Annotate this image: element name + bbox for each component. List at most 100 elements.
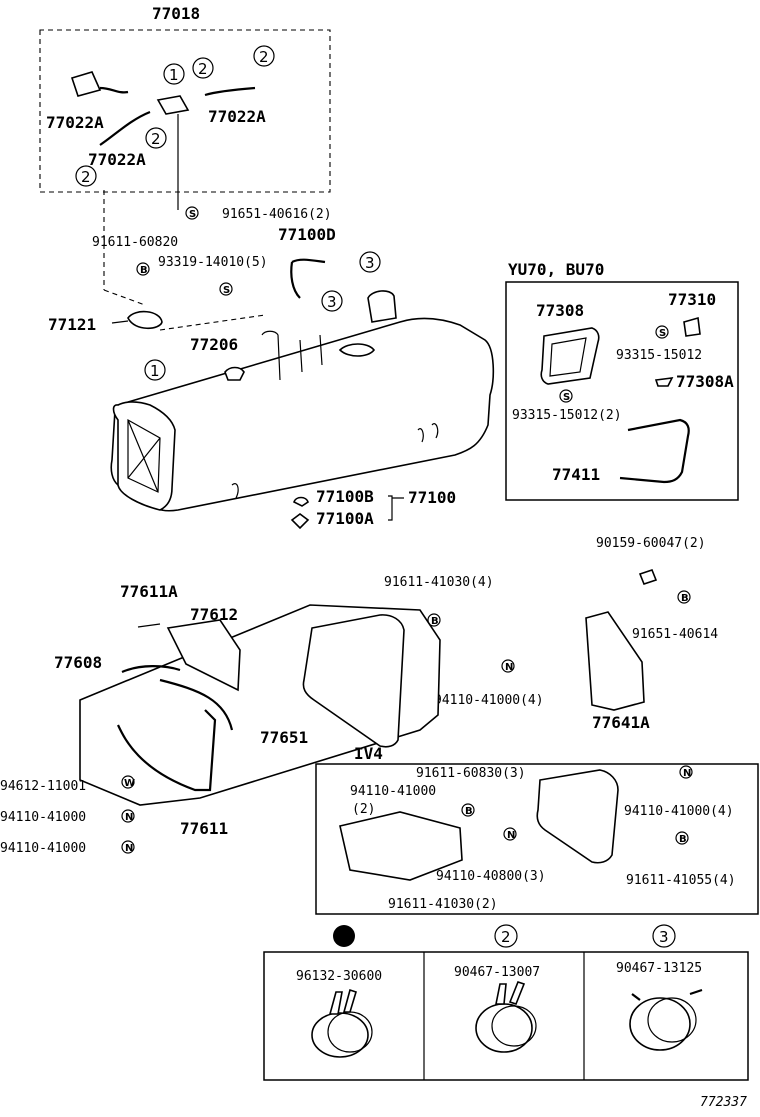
valve-part	[156, 95, 190, 115]
clamp-90467-13125	[629, 988, 703, 1051]
label-77611: 77611	[180, 819, 228, 838]
label-77206: 77206	[190, 335, 238, 354]
label-93315-15012: 93315-15012	[616, 348, 702, 363]
symbol-n-6: N	[503, 827, 517, 841]
clamp-90467-13007	[475, 981, 537, 1053]
circle-2-a: 2	[192, 57, 214, 79]
symbol-b-4: B	[461, 803, 475, 817]
part-77611a-bolt	[137, 623, 161, 628]
label-77100: 77100	[408, 488, 456, 507]
svg-text:3: 3	[327, 293, 337, 311]
label-91651-40614: 91651-40614	[632, 627, 718, 642]
circle-3-b: 3	[321, 290, 343, 312]
label-yu70-bu70: YU70, BU70	[508, 260, 604, 279]
label-94110-41000-4b: 94110-41000(4)	[624, 804, 734, 819]
label-77018: 77018	[152, 4, 200, 23]
label-77022a-2: 77022A	[208, 107, 266, 126]
part-77121	[127, 310, 163, 330]
svg-text:B: B	[681, 593, 689, 604]
symbol-b-5: B	[675, 831, 689, 845]
svg-text:1: 1	[169, 66, 179, 84]
label-77100a: 77100A	[316, 509, 374, 528]
label-77612: 77612	[190, 605, 238, 624]
dash-77121	[103, 289, 266, 331]
strap-frame	[302, 614, 405, 748]
label-91611-60830: 91611-60830(3)	[416, 766, 526, 781]
svg-text:S: S	[659, 328, 666, 339]
symbol-s-4: S	[559, 389, 573, 403]
svg-text:N: N	[505, 662, 513, 673]
label-77022a-3: 77022A	[88, 150, 146, 169]
label-90467-13007: 90467-13007	[454, 965, 540, 980]
svg-text:B: B	[431, 616, 439, 627]
symbol-s-2: S	[219, 282, 233, 296]
label-96132-30600: 96132-30600	[296, 969, 382, 984]
label-93315-15012-2: 93315-15012(2)	[512, 408, 622, 423]
svg-text:S: S	[563, 392, 570, 403]
svg-text:N: N	[125, 843, 133, 854]
svg-text:N: N	[683, 768, 691, 779]
svg-text:S: S	[189, 209, 196, 220]
label-94110-40800: 94110-40800(3)	[436, 869, 546, 884]
svg-text:3: 3	[659, 928, 669, 946]
clamp-panel	[263, 951, 749, 1081]
iv4-box	[315, 763, 759, 915]
symbol-n-1: N	[501, 659, 515, 673]
svg-text:B: B	[140, 265, 148, 276]
label-94110-41000-a: 94110-41000	[0, 810, 86, 825]
label-77651: 77651	[260, 728, 308, 747]
label-77641a: 77641A	[592, 713, 650, 732]
leader-77121	[111, 320, 129, 324]
label-77308: 77308	[536, 301, 584, 320]
svg-text:N: N	[125, 812, 133, 823]
bracket-77100	[388, 495, 404, 521]
hose-77100d	[290, 258, 326, 299]
circle-2-d: 2	[75, 165, 97, 187]
label-77100d: 77100D	[278, 225, 336, 244]
hose-part	[99, 86, 129, 94]
symbol-s-1: S	[185, 206, 199, 220]
label-77608: 77608	[54, 653, 102, 672]
symbol-w-1: W	[121, 775, 135, 789]
circle-2-c: 2	[145, 127, 167, 149]
label-77308a: 77308A	[676, 372, 734, 391]
symbol-b-1: B	[136, 262, 150, 276]
label-77100b: 77100B	[316, 487, 374, 506]
group-77018-box	[39, 29, 331, 193]
part-90159	[638, 569, 658, 585]
clamp-96132	[311, 988, 373, 1058]
hose-part-right	[204, 86, 256, 97]
symbol-n-4: N	[679, 765, 693, 779]
label-94110-41000-iv4: 94110-41000	[350, 784, 436, 799]
part-77651	[121, 665, 234, 731]
symbol-b-2: B	[677, 590, 691, 604]
label-90159-60047: 90159-60047(2)	[596, 536, 706, 551]
label-91611-41055: 91611-41055(4)	[626, 873, 736, 888]
label-91611-41030-2: 91611-41030(2)	[388, 897, 498, 912]
black-dot-marker	[333, 925, 355, 947]
label-77611a: 77611A	[120, 582, 178, 601]
svg-text:W: W	[124, 778, 135, 789]
part-77411	[619, 418, 690, 484]
part-77308a	[654, 377, 674, 387]
symbol-s-3: S	[655, 325, 669, 339]
svg-text:1: 1	[150, 362, 160, 380]
part-77308	[540, 327, 600, 385]
part-77308-inner	[549, 337, 587, 377]
svg-text:2: 2	[501, 928, 511, 946]
label-91611-60820: 91611-60820	[92, 235, 178, 250]
label-94612-11001: 94612-11001	[0, 779, 86, 794]
svg-text:N: N	[507, 830, 515, 841]
part-77641a	[585, 611, 645, 711]
hose-clip-part	[70, 71, 102, 97]
yu70-bu70-box	[505, 281, 739, 501]
part-77310	[683, 316, 701, 337]
circle-2-b: 2	[253, 45, 275, 67]
part-77100a	[290, 513, 310, 530]
label-77310: 77310	[668, 290, 716, 309]
iv4-strap	[536, 769, 619, 864]
label-90467-13125: 90467-13125	[616, 961, 702, 976]
image-ref-id: 772337	[700, 1095, 747, 1110]
